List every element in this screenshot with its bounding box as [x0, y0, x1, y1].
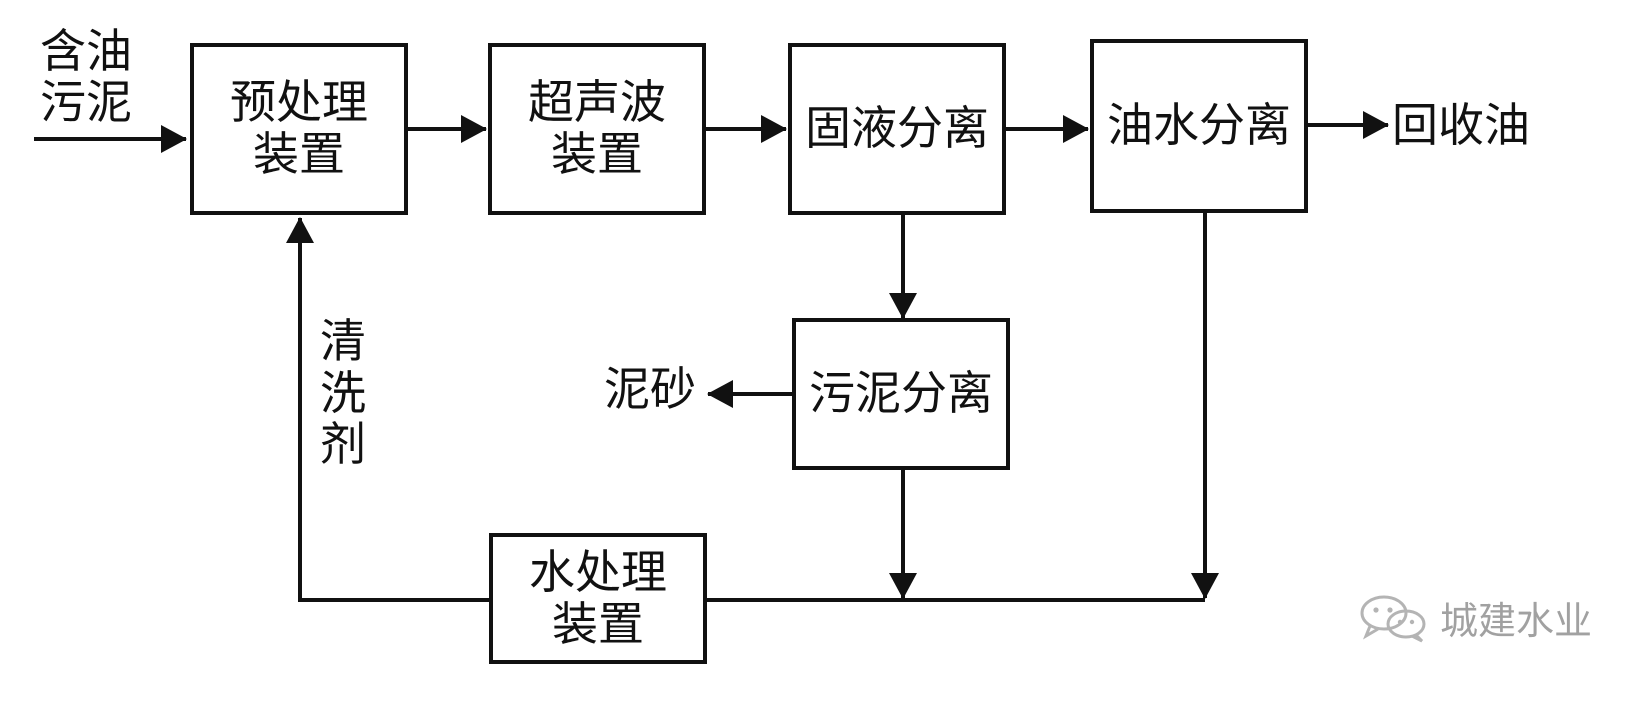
solid-liquid-label: 固液分离 [805, 101, 989, 156]
ultrasonic-label-line2: 装置 [551, 127, 643, 181]
cleaning-agent-label: 清 洗 剂 [320, 314, 366, 472]
solid-liquid-separation-box: 固液分离 [788, 43, 1006, 215]
sludge-separation-box: 污泥分离 [792, 318, 1010, 470]
input-oily-sludge-label: 含油 污泥 [40, 24, 132, 129]
pretreatment-label-line1: 预处理 [230, 75, 368, 130]
mud-sand-label: 泥砂 [604, 362, 696, 416]
pretreatment-box: 预处理 装置 [190, 43, 408, 215]
pretreatment-label-line2: 装置 [253, 127, 345, 181]
cleaning-agent-return-line [286, 217, 489, 602]
water-treatment-label-line1: 水处理 [529, 544, 667, 599]
ultrasonic-label-line1: 超声波 [528, 75, 666, 130]
watermark: 城建水业 [1358, 590, 1592, 645]
wechat-icon [1360, 595, 1426, 642]
sludge-separation-label: 污泥分离 [809, 366, 993, 421]
recovered-oil-label: 回收油 [1392, 98, 1530, 152]
water-treatment-box: 水处理 装置 [489, 533, 707, 664]
oil-water-label: 油水分离 [1107, 98, 1291, 153]
water-treatment-label-line2: 装置 [552, 596, 644, 651]
oil-water-separation-box: 油水分离 [1090, 39, 1308, 213]
ultrasonic-box: 超声波 装置 [488, 43, 706, 215]
watermark-text: 城建水业 [1440, 599, 1593, 643]
